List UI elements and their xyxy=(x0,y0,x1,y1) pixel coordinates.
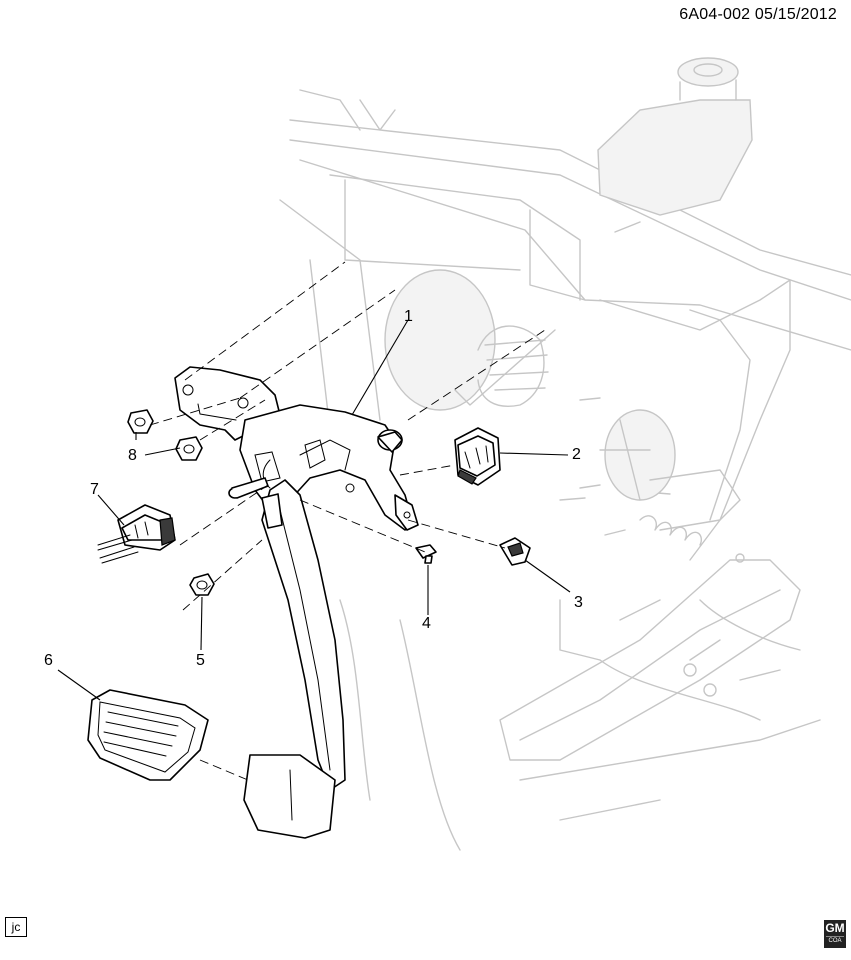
vehicle-structure-background xyxy=(279,57,851,851)
assembly-lines xyxy=(149,261,546,781)
initials-box: jc xyxy=(5,917,27,937)
callout-4: 4 xyxy=(422,615,431,632)
gm-logo: GM COA xyxy=(824,920,846,948)
callout-1: 1 xyxy=(404,308,413,325)
nut-part-5 xyxy=(189,573,215,596)
callout-8: 8 xyxy=(128,447,137,464)
document-id: 6A04-002 05/15/2012 xyxy=(679,6,837,23)
logo-text: GM xyxy=(825,921,845,935)
pedal-pad-part-6 xyxy=(87,689,209,781)
logo-subtext: COA xyxy=(826,936,844,945)
callout-3: 3 xyxy=(574,594,583,611)
clip-part-3 xyxy=(499,537,531,566)
bolt-part-4 xyxy=(415,544,437,564)
callout-5: 5 xyxy=(196,652,205,669)
leader-lines xyxy=(57,319,571,701)
callout-7: 7 xyxy=(90,481,99,498)
callout-2: 2 xyxy=(572,446,581,463)
sensor-part-7 xyxy=(97,504,176,564)
callout-6: 6 xyxy=(44,652,53,669)
brake-pedal-bracket xyxy=(174,366,419,839)
switch-part-2 xyxy=(454,427,501,486)
